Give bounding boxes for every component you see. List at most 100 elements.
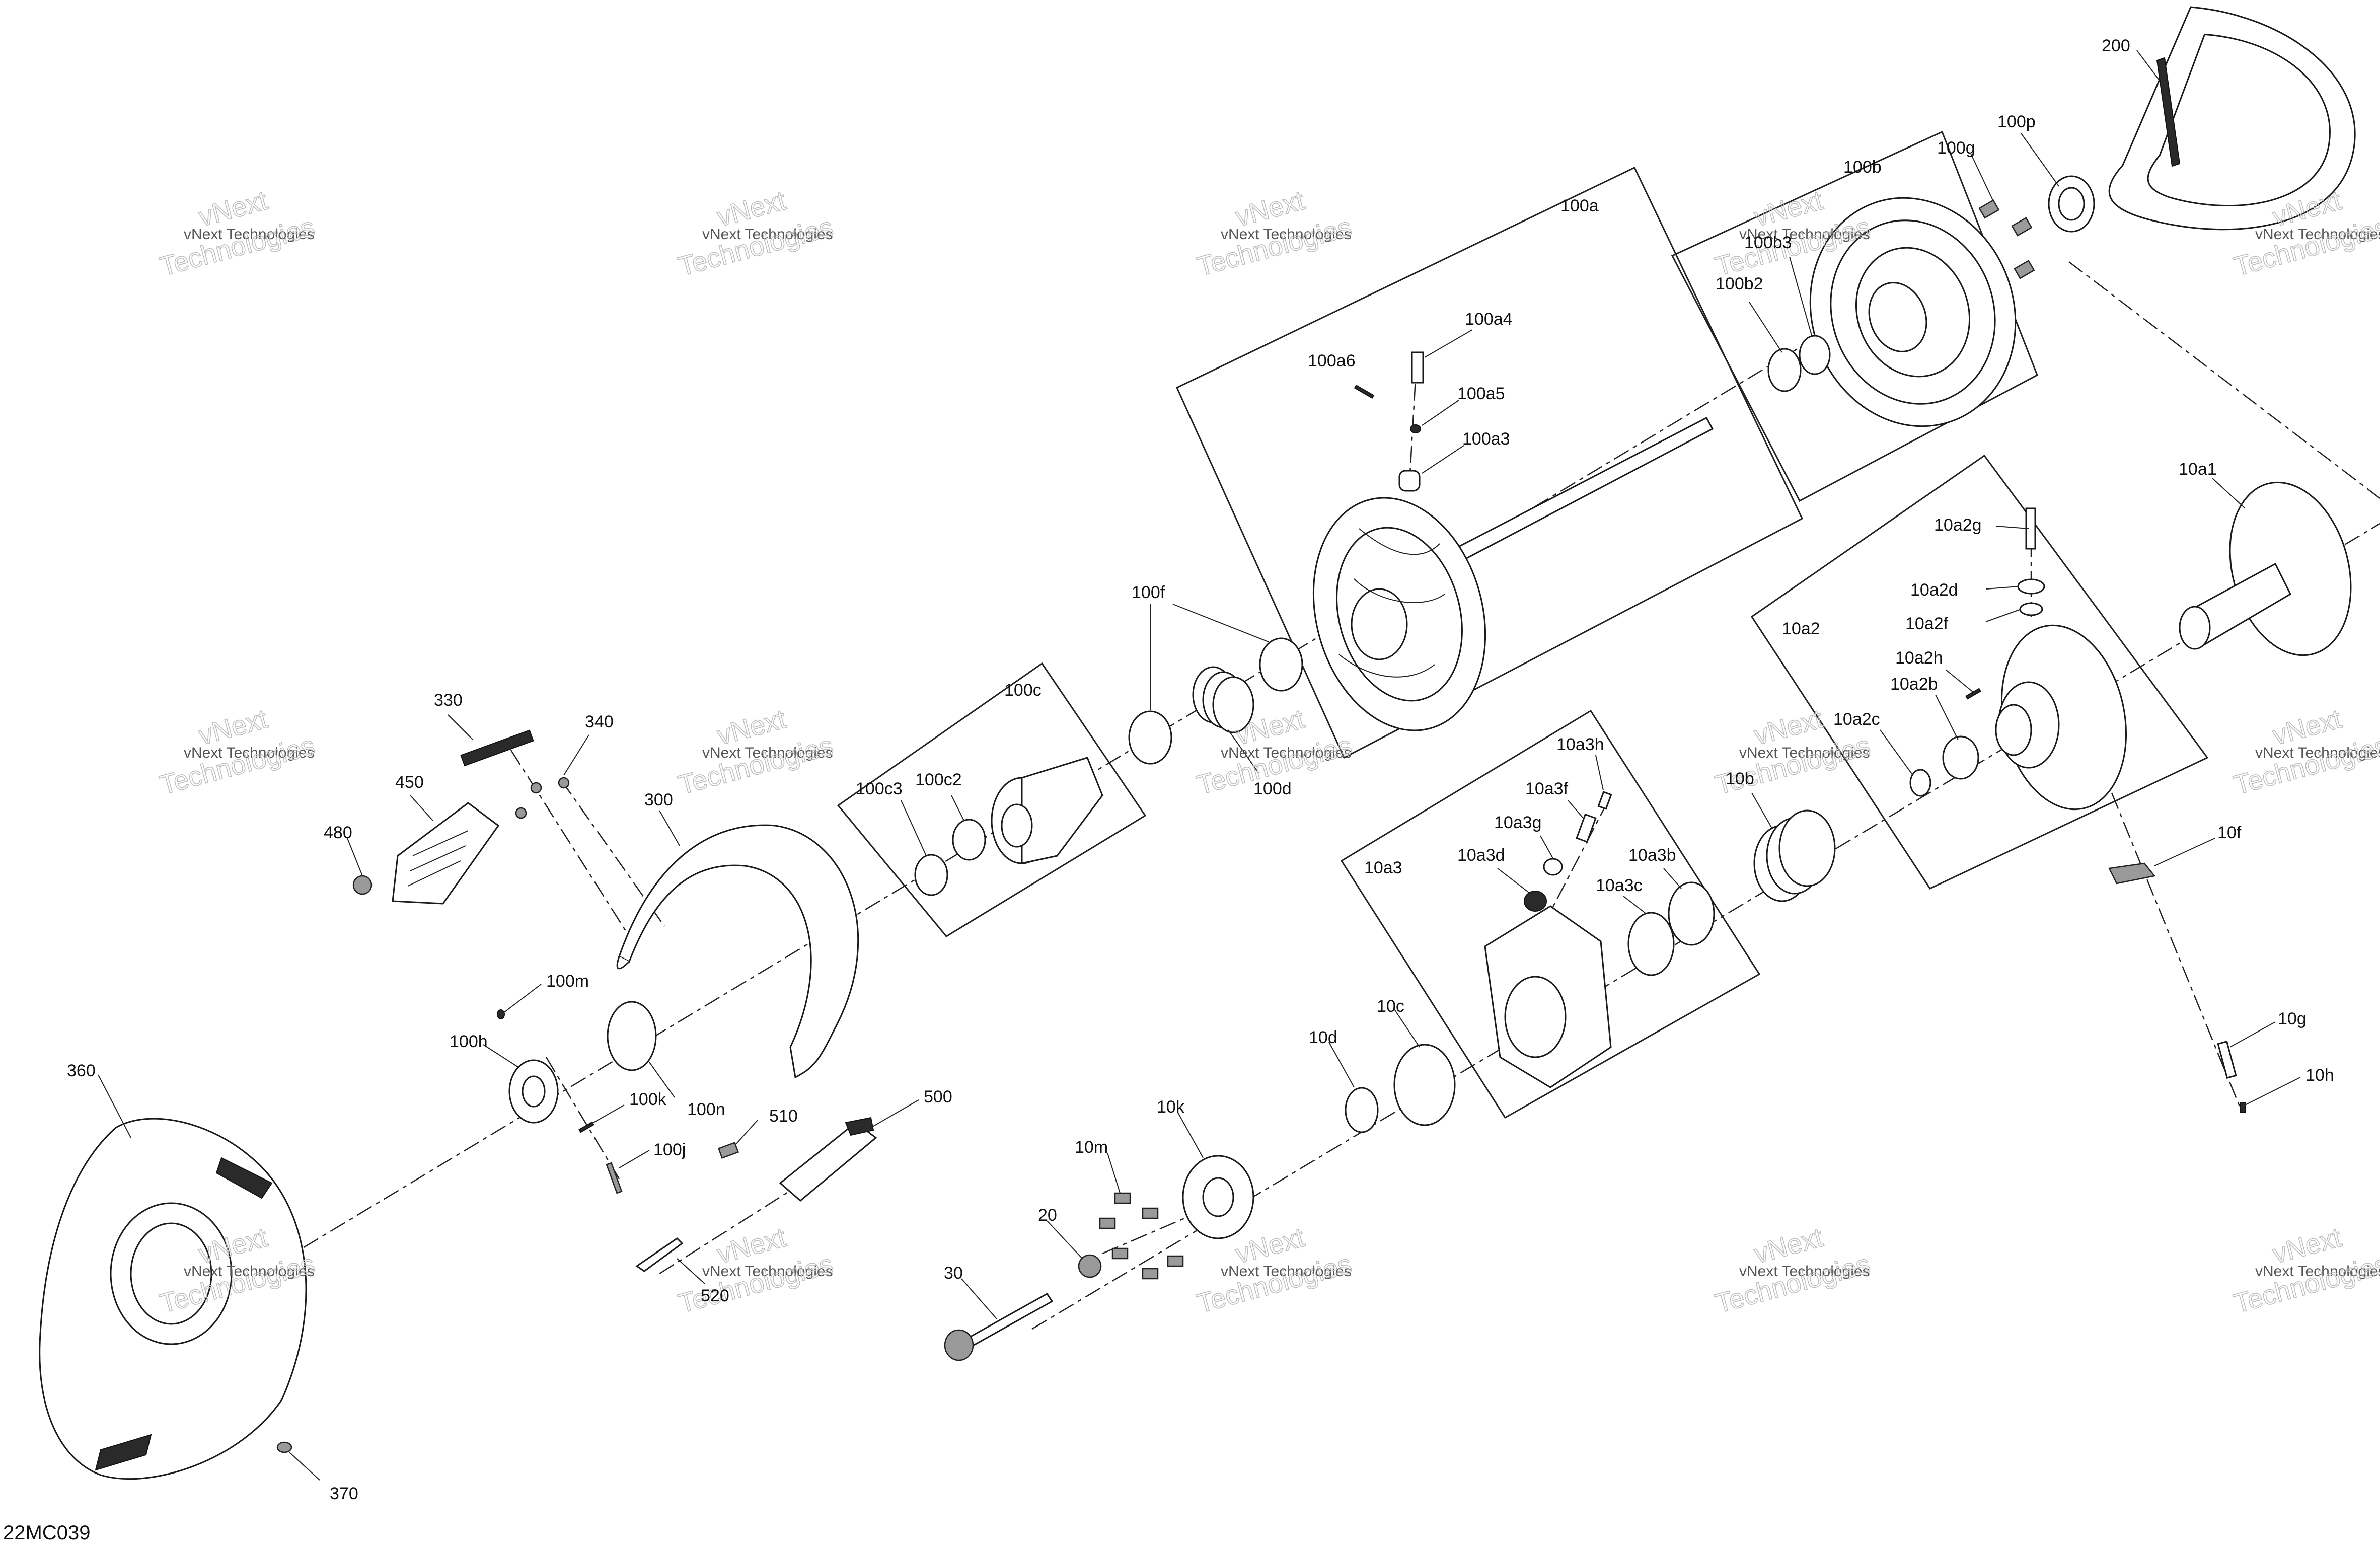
watermark-text: vNext Technologies [2255, 1263, 2380, 1280]
callout-480: 480 [324, 823, 352, 842]
callout-100h: 100h [450, 1032, 488, 1051]
group-box-10a2 [1750, 454, 2209, 890]
cam-100c [991, 757, 1103, 864]
ring-10a3b [1668, 881, 1715, 946]
leader-lines [98, 50, 2301, 1481]
callout-100j: 100j [653, 1140, 686, 1159]
callout-200: 200 [2102, 36, 2130, 55]
callout-10d: 10d [1309, 1028, 1337, 1047]
bolt-30 [944, 1293, 1054, 1361]
bearing-10c [1393, 1044, 1456, 1126]
callout-100a: 100a [1560, 196, 1599, 215]
callout-10a3: 10a3 [1364, 858, 1402, 877]
callout-100c2: 100c2 [915, 770, 962, 789]
spring-10b [1753, 809, 1836, 902]
sheave-10a1 [2179, 481, 2352, 656]
callout-100g: 100g [1937, 138, 1975, 158]
callout-510: 510 [769, 1107, 798, 1126]
callout-10a3f: 10a3f [1525, 779, 1569, 798]
callout-10f: 10f [2217, 823, 2242, 842]
watermark-text: vNext Technologies [1221, 1263, 1352, 1280]
callout-100m: 100m [546, 972, 589, 991]
pin-100a6 [1354, 385, 1375, 399]
screw-510 [718, 1142, 739, 1159]
axis-100j [545, 1057, 623, 1184]
callout-100d: 100d [1253, 779, 1292, 798]
callout-10m: 10m [1075, 1138, 1108, 1157]
hub-100h [508, 1059, 559, 1124]
callout-100b: 100b [1843, 158, 1882, 177]
screw-480 [352, 875, 373, 895]
callout-10c: 10c [1377, 997, 1404, 1016]
belt-guard [616, 824, 859, 1079]
pin-10g [2217, 1041, 2237, 1079]
callout-100p: 100p [1997, 112, 2036, 131]
housing-360 [39, 1118, 307, 1480]
callout-100k: 100k [629, 1090, 667, 1109]
housing-10a3 [1484, 905, 1612, 1088]
spring-100d [1192, 666, 1254, 733]
washer-10a2d [2017, 578, 2045, 595]
axis-belt-guide [2068, 261, 2380, 499]
watermark-text: vNext Technologies [702, 226, 833, 243]
axis-330 [510, 750, 630, 937]
cotter-pin-520 [635, 1237, 684, 1272]
callout-10b: 10b [1726, 769, 1754, 788]
group-box-10a3 [1340, 709, 1761, 1119]
callout-10a3g: 10a3g [1494, 813, 1542, 832]
callout-450: 450 [395, 773, 424, 792]
callout-labels: 200 100p 100g 100b 100b3 100b2 100a 100a… [67, 36, 2334, 1503]
screws-10m [1099, 1192, 1184, 1280]
callout-20: 20 [1038, 1206, 1057, 1225]
watermark-text: vNext Technologies [1739, 226, 1870, 243]
watermark-text: vNext Technologies [1739, 1263, 1870, 1280]
washer-20 [1078, 1254, 1102, 1278]
callout-10a2h: 10a2h [1895, 648, 1943, 668]
roller-10a3d [1524, 891, 1547, 912]
callout-100b3: 100b3 [1744, 233, 1792, 252]
callout-10k: 10k [1157, 1097, 1185, 1117]
group-box-100c [837, 662, 1147, 937]
watermark-text: vNext Technologies [702, 745, 833, 761]
ring-100f-b [1128, 710, 1172, 765]
ring-10a2c [1909, 769, 1931, 797]
pawl-10f [2108, 862, 2156, 885]
bushing-100b3 [1799, 335, 1831, 375]
pin-10a3h [1597, 791, 1612, 810]
drive-belt [2108, 6, 2356, 231]
callout-100c: 100c [1004, 681, 1042, 700]
grommet-370 [276, 1441, 292, 1453]
callout-10h: 10h [2305, 1066, 2334, 1085]
ball-10a3g [1543, 858, 1563, 876]
watermark-text: vNext Technologies [2255, 226, 2380, 243]
callout-10a1: 10a1 [2179, 460, 2217, 479]
ring-100f [1259, 637, 1303, 692]
callout-340: 340 [585, 712, 614, 731]
washer-100n [607, 1001, 657, 1071]
axis-10a3h [1542, 800, 1609, 927]
screw-10h [2240, 1102, 2246, 1113]
callout-10a3d: 10a3d [1457, 846, 1505, 865]
bolt-100j [606, 1162, 623, 1194]
callout-330: 330 [434, 691, 463, 710]
callout-100a3: 100a3 [1462, 429, 1510, 449]
washer-10a2f [2019, 602, 2043, 616]
callout-10a2g: 10a2g [1934, 515, 1982, 535]
ring-10a3c [1627, 912, 1675, 976]
flange-10k [1182, 1155, 1254, 1239]
group-box-100b [1671, 130, 2038, 502]
pin-10a2h [1965, 688, 1981, 700]
callout-30: 30 [944, 1264, 963, 1283]
callout-10a3c: 10a3c [1596, 876, 1643, 895]
watermark-small-labels: vNext Technologies vNext Technologies vN… [184, 226, 2380, 1280]
watermark-text: vNext Technologies [1221, 745, 1352, 761]
ring-100c3 [914, 854, 948, 896]
callout-10a2f: 10a2f [1905, 614, 1949, 633]
callout-100n: 100n [687, 1100, 725, 1119]
callout-100a6: 100a6 [1308, 351, 1356, 371]
bushing-100b2 [1767, 348, 1802, 392]
callout-10a2b: 10a2b [1890, 675, 1938, 694]
callout-10a3h: 10a3h [1556, 735, 1604, 754]
callout-100b2: 100b2 [1716, 274, 1763, 293]
